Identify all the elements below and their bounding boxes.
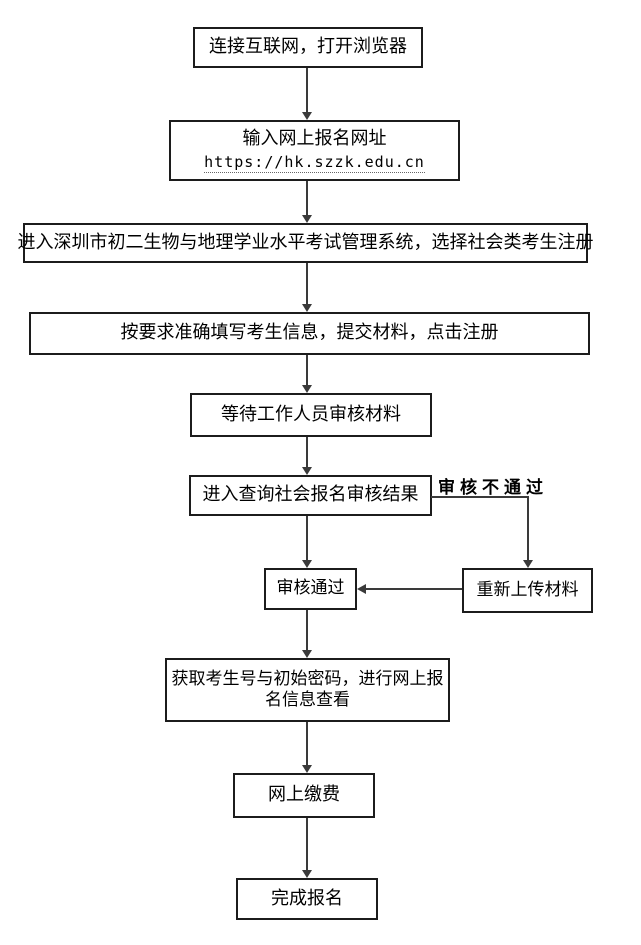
arrow-down-icon — [302, 215, 312, 223]
arrow-down-icon — [302, 467, 312, 475]
flow-step-review-passed: 审核通过 — [264, 568, 357, 610]
arrow-down-icon — [302, 650, 312, 658]
step-label: 按要求准确填写考生信息，提交材料，点击注册 — [120, 322, 499, 344]
step-label: 重新上传材料 — [476, 579, 579, 600]
step-label: 进入深圳市初二生物与地理学业水平考试管理系统，选择社会类考生注册 — [17, 231, 594, 253]
connector-line — [306, 263, 308, 305]
arrow-down-icon — [302, 385, 312, 393]
flow-step-connect-internet: 连接互联网，打开浏览器 — [193, 27, 423, 68]
arrow-down-icon — [302, 560, 312, 568]
step-label: 网上缴费 — [268, 784, 340, 806]
edge-label-review-rejected: 审核不通过 — [438, 478, 548, 498]
connector-line — [306, 516, 308, 561]
arrow-left-icon — [357, 584, 366, 594]
step-label: 连接互联网，打开浏览器 — [209, 36, 407, 58]
step-label: 审核通过 — [276, 578, 345, 599]
step-label: 完成报名 — [271, 887, 343, 909]
arrow-down-icon — [302, 112, 312, 120]
registration-url: https://hk.szzk.edu.cn — [204, 152, 425, 173]
arrow-down-icon — [523, 560, 533, 568]
connector-line — [306, 722, 308, 766]
arrow-down-icon — [302, 304, 312, 312]
step-label: 等待工作人员审核材料 — [221, 403, 401, 425]
connector-line — [306, 818, 308, 871]
flow-step-registration-complete: 完成报名 — [236, 878, 378, 920]
connector-line-reject — [527, 496, 529, 561]
flow-step-online-payment: 网上缴费 — [233, 773, 375, 818]
connector-line-return — [366, 588, 462, 590]
step-label: 输入网上报名网址 — [242, 128, 387, 150]
connector-line — [306, 437, 308, 468]
flow-step-fill-info-submit: 按要求准确填写考生信息，提交材料，点击注册 — [29, 312, 590, 355]
flow-step-enter-url: 输入网上报名网址 https://hk.szzk.edu.cn — [169, 120, 460, 181]
flow-step-reupload-materials: 重新上传材料 — [462, 568, 593, 613]
connector-line-reject — [431, 496, 529, 498]
step-label: 进入查询社会报名审核结果 — [202, 484, 419, 506]
arrow-down-icon — [302, 870, 312, 878]
connector-line — [306, 181, 308, 216]
connector-line — [306, 68, 308, 113]
flow-step-wait-review: 等待工作人员审核材料 — [190, 393, 432, 437]
step-label: 获取考生号与初始密码，进行网上报名信息查看 — [171, 668, 444, 710]
connector-line — [306, 355, 308, 386]
arrow-down-icon — [302, 765, 312, 773]
flow-step-get-id-password: 获取考生号与初始密码，进行网上报名信息查看 — [165, 658, 450, 722]
flow-step-query-review-result: 进入查询社会报名审核结果 — [189, 475, 432, 516]
flow-step-enter-system-register: 进入深圳市初二生物与地理学业水平考试管理系统，选择社会类考生注册 — [18, 223, 594, 263]
connector-line — [306, 610, 308, 651]
